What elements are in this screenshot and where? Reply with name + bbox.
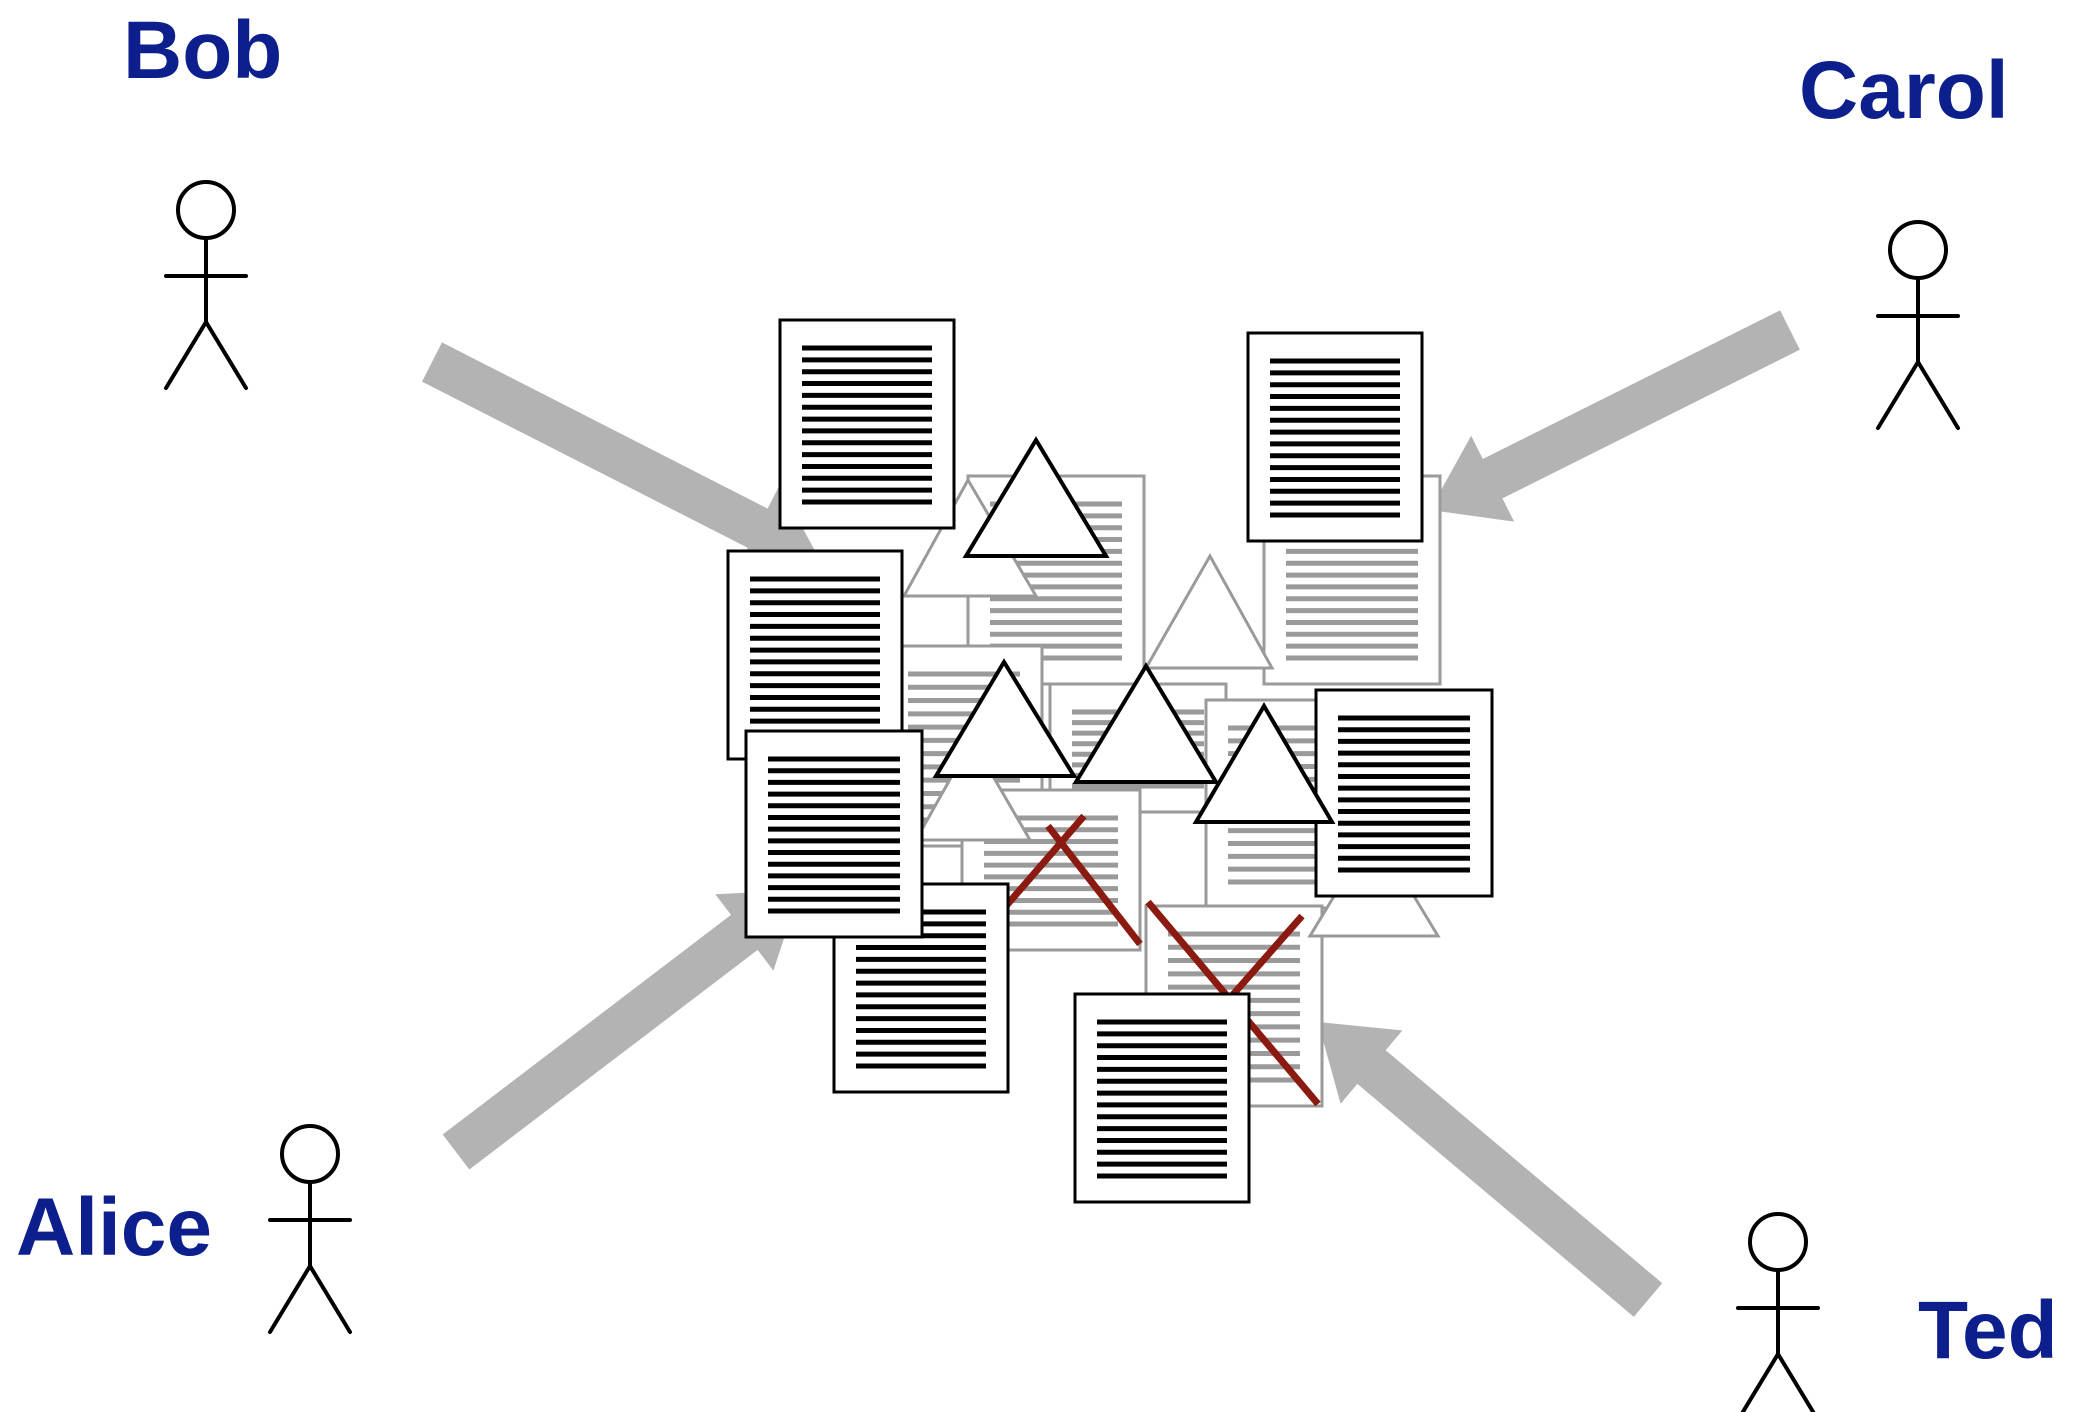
triangle-icon [1192, 702, 1336, 824]
carol-label: Carol [1799, 45, 2009, 136]
rejection-marks [1003, 813, 1321, 1107]
head [1748, 1212, 1808, 1272]
cross-stroke [1003, 813, 1087, 909]
faded-triangle-icon [1143, 552, 1275, 670]
contribution-arrows [422, 310, 1800, 1317]
alice-label: Alice [16, 1182, 212, 1273]
right-leg [204, 320, 248, 390]
arrow-shape [442, 890, 800, 1170]
head [176, 180, 236, 240]
right-leg [1776, 1352, 1816, 1412]
ted-label: Ted [1918, 1285, 2058, 1376]
bob-arrow [422, 342, 820, 571]
current-artifacts [726, 318, 1494, 1204]
carol-arrow [1430, 310, 1800, 522]
cross-stroke [1045, 823, 1143, 947]
page [1246, 331, 1424, 543]
text-document-icon [1314, 688, 1494, 898]
head [280, 1124, 340, 1184]
text-document-icon [744, 729, 924, 939]
bob-label: Bob [123, 5, 282, 96]
left-leg [1876, 360, 1920, 430]
arrow-shape [1430, 310, 1800, 522]
cross-stroke [1227, 913, 1305, 1001]
triangle-icon [1072, 662, 1220, 784]
page [1073, 992, 1251, 1204]
left-leg [164, 320, 208, 390]
carol-stick-figure-icon [1876, 220, 1960, 430]
red-x-icon [1003, 813, 1143, 947]
left-leg [268, 1264, 312, 1334]
ted-arrow [1318, 1022, 1663, 1317]
triangle-icon [962, 436, 1110, 558]
right-leg [1916, 360, 1960, 430]
arrow-shape [1318, 1022, 1663, 1317]
triangle-icon [932, 658, 1078, 778]
page [778, 318, 956, 530]
text-document-icon [778, 318, 956, 530]
alice-arrow [442, 890, 800, 1170]
bob-stick-figure-icon [164, 180, 248, 390]
page [726, 549, 904, 761]
text-document-icon [1246, 331, 1424, 543]
alice-stick-figure-icon [268, 1124, 352, 1334]
page [744, 729, 924, 939]
text-document-icon [726, 549, 904, 761]
arrow-shape [422, 342, 820, 571]
right-leg [308, 1264, 352, 1334]
text-document-icon [1073, 992, 1251, 1204]
head [1888, 220, 1948, 280]
ted-stick-figure-icon [1736, 1212, 1820, 1412]
faded-triangle-icon [913, 736, 1033, 842]
page [1314, 688, 1494, 898]
left-leg [1740, 1352, 1780, 1412]
